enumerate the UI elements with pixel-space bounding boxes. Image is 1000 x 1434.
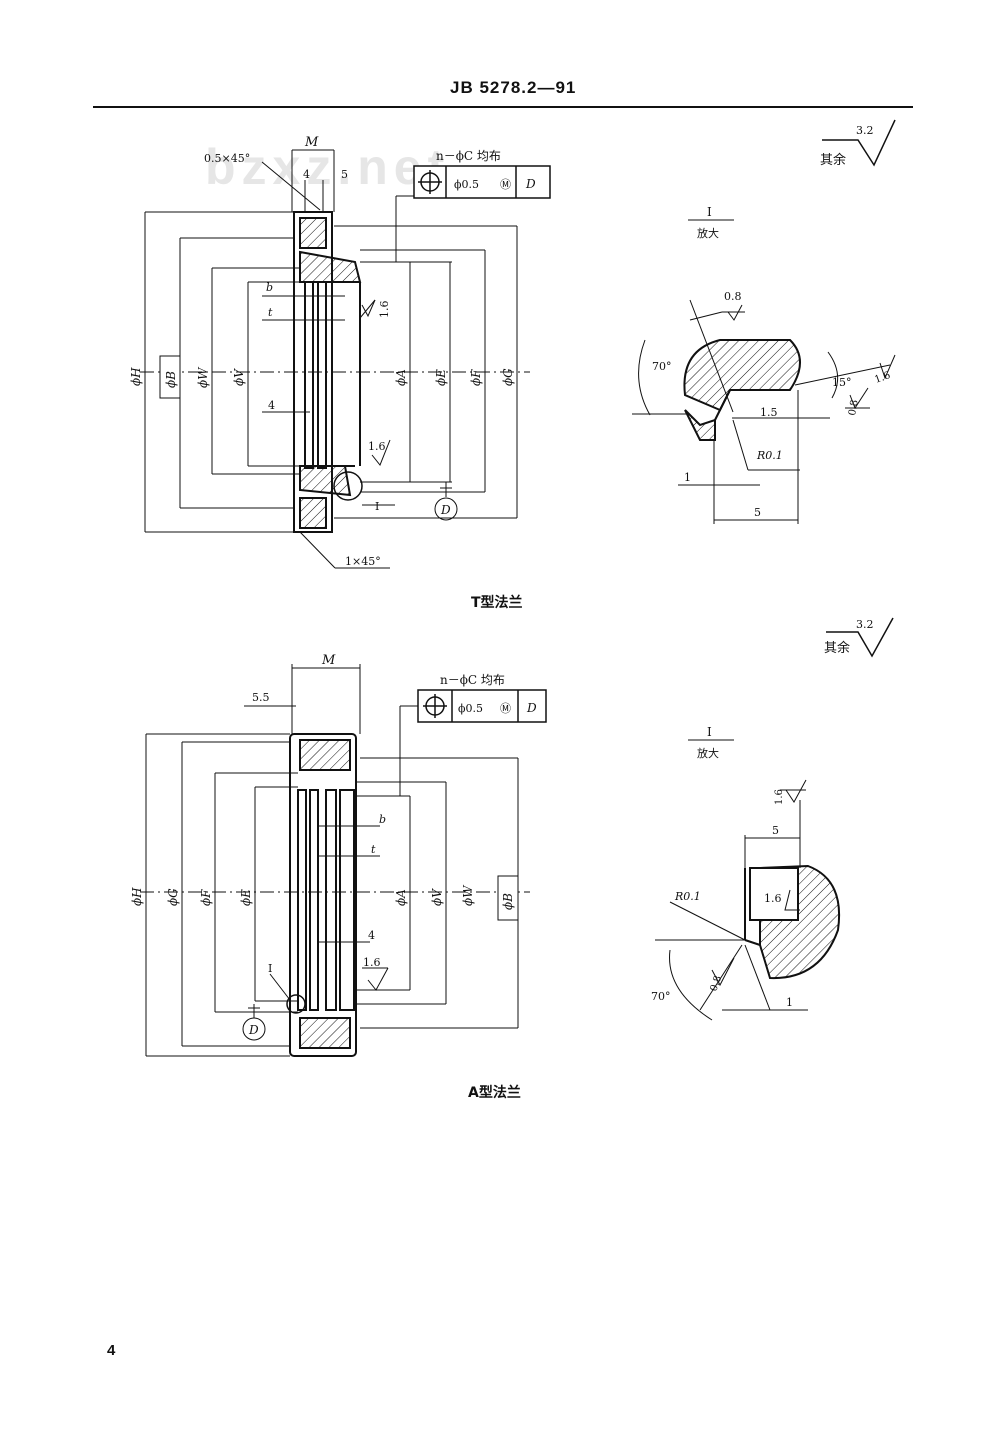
t-dia-f: ϕF <box>469 369 483 386</box>
t-fcf-datum: D <box>525 177 536 191</box>
t-dia-v: ϕV <box>232 368 246 386</box>
a-label-b: b <box>379 813 386 826</box>
t-rough-16-b: 1.6 <box>368 440 386 453</box>
header-rule <box>93 106 913 108</box>
a-label-t: t <box>371 843 376 856</box>
a-rest-roughness-symbol <box>826 617 894 658</box>
t-rough-16-a: 1.6 <box>378 301 391 319</box>
t-dia-a: ϕA <box>394 369 408 386</box>
page-number: 4 <box>107 1342 116 1359</box>
a-flange-caption: A型法兰 <box>468 1085 521 1101</box>
a-rest-label: 其余 <box>824 640 850 656</box>
t-dia-w: ϕW <box>196 366 210 388</box>
a-detail-angle70: 70° <box>651 990 671 1003</box>
a-dia-h: ϕH <box>130 887 144 906</box>
t-hatch-hub-bottom <box>299 465 352 497</box>
t-hatch-top <box>299 217 327 249</box>
a-datum-d: D <box>248 1023 259 1037</box>
a-detail-title: I <box>707 725 712 739</box>
t-chamfer-top: 0.5×45° <box>204 152 250 165</box>
a-dia-a: ϕA <box>394 889 408 906</box>
a-detail-radius: R0.1 <box>674 890 701 903</box>
t-dia-h: ϕH <box>129 367 143 386</box>
t-label-t: t <box>268 306 273 319</box>
a-dim-m: M <box>321 653 336 668</box>
t-chamfer-bottom: 1×45° <box>345 555 381 568</box>
a-detail-subtitle: 放大 <box>697 746 719 760</box>
a-label-4: 4 <box>368 929 375 942</box>
t-detail-ref: I <box>375 500 379 513</box>
t-detail-r08-top: 0.8 <box>724 290 742 303</box>
t-detail-angle70: 70° <box>652 360 672 373</box>
standard-number: JB 5278.2—91 <box>450 78 577 97</box>
a-detail-ref: I <box>268 962 272 975</box>
watermark: bzxz.net <box>205 139 451 195</box>
a-flange-outline <box>289 733 357 1057</box>
a-detail-view <box>744 864 841 980</box>
t-datum-d: D <box>440 503 451 517</box>
a-detail-r16-face: 1.6 <box>764 892 782 905</box>
t-rest-roughness-symbol <box>822 119 896 167</box>
t-detail-r08-right: 0.8 <box>847 399 861 417</box>
t-detail-dim5: 5 <box>754 506 761 519</box>
t-label-4: 4 <box>268 399 275 412</box>
t-dim-m: M <box>304 135 319 150</box>
a-dim-55: 5.5 <box>252 691 270 704</box>
a-detail-dim1: 1 <box>786 996 793 1009</box>
t-detail-dim15: 1.5 <box>760 406 778 419</box>
t-dim-4: 4 <box>303 168 310 181</box>
t-detail-dim1: 1 <box>684 471 691 484</box>
a-detail-r08: 0.8 <box>708 974 724 993</box>
t-fcf-mmc: Ⓜ <box>500 178 511 191</box>
a-detail-dim5: 5 <box>772 824 779 837</box>
a-dia-g: ϕG <box>166 888 180 906</box>
a-fcf-tol: ϕ0.5 <box>458 702 483 715</box>
a-rough-16: 1.6 <box>363 956 381 969</box>
a-dia-w: ϕW <box>461 884 475 906</box>
t-detail-r16: 1.6 <box>873 370 892 386</box>
a-fcf-mmc: Ⓜ <box>500 702 511 715</box>
t-detail-title: I <box>707 205 712 219</box>
t-holes-note: n－ϕC 均布 <box>436 149 501 163</box>
a-holes-note: n－ϕC 均布 <box>440 673 505 687</box>
t-detail-radius: R0.1 <box>756 449 783 462</box>
a-fcf-datum: D <box>526 701 537 715</box>
t-dia-g: ϕG <box>501 368 515 386</box>
a-dia-v: ϕV <box>430 888 444 906</box>
t-hatch-bottom <box>299 497 327 529</box>
a-dia-b: ϕB <box>501 893 515 910</box>
a-detail-r16-top: 1.6 <box>774 789 785 805</box>
t-label-b: b <box>266 281 273 294</box>
t-flange-caption: T型法兰 <box>471 595 523 611</box>
a-dia-e: ϕE <box>239 889 253 906</box>
t-groove-1 <box>304 281 314 469</box>
t-groove-2 <box>317 281 327 469</box>
t-detail-subtitle: 放大 <box>697 226 719 240</box>
t-detail-angle15: 15° <box>832 376 852 389</box>
t-fcf-tol: ϕ0.5 <box>454 178 479 191</box>
a-rest-value: 3.2 <box>856 618 874 631</box>
t-rest-value: 3.2 <box>856 124 874 137</box>
t-dim-5: 5 <box>341 168 348 181</box>
t-fcf-frame <box>413 165 551 199</box>
a-dia-f: ϕF <box>199 889 213 906</box>
t-hatch-hub-top <box>299 250 362 283</box>
t-detail-view <box>683 339 801 441</box>
t-rest-label: 其余 <box>820 152 846 168</box>
t-dia-e: ϕE <box>434 369 448 386</box>
t-dia-b: ϕB <box>164 371 178 388</box>
